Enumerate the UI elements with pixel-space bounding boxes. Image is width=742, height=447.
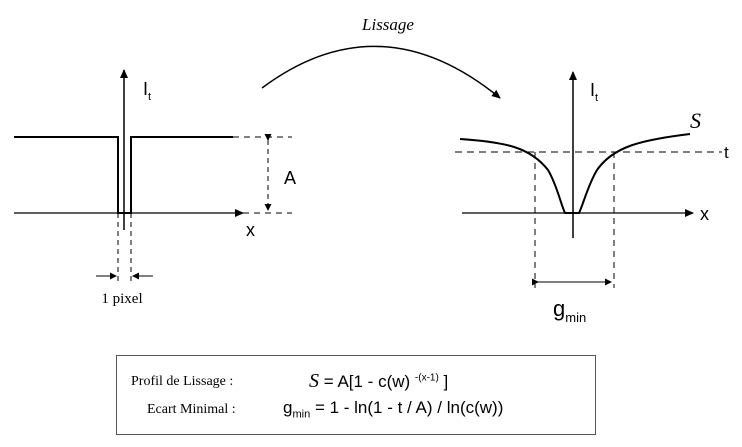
gap-symbol-subscript: min	[292, 408, 311, 421]
formula-row-gap: Ecart Minimal : gmin = 1 - ln(1 - t / A)…	[117, 398, 595, 424]
right-panel: It x S t gmin	[455, 71, 729, 325]
right-y-axis-label: It	[590, 80, 598, 104]
left-x-axis-label: x	[246, 220, 255, 240]
left-y-axis-label: It	[143, 79, 151, 103]
right-x-axis-label: x	[700, 204, 709, 224]
gap-expr: = 1 - ln(1 - t / A) / ln(c(w))	[314, 398, 504, 417]
profile-expr-prefix: = A[1 - c(w)	[323, 372, 411, 391]
smoothing-arc-arrow	[261, 45, 501, 99]
left-signal-profile	[14, 136, 233, 214]
gap-formula-expression: gmin = 1 - ln(1 - t / A) / ln(c(w))	[283, 398, 503, 420]
formula-box: Profil de Lissage : S = A[1 - c(w) -(x-1…	[116, 355, 596, 435]
formula-row-profile: Profil de Lissage : S = A[1 - c(w) -(x-1…	[117, 370, 595, 396]
pixel-label: 1 pixel	[101, 291, 142, 307]
curve-label: S	[690, 108, 701, 133]
smoothed-profile-curve	[459, 133, 691, 214]
profile-symbol: S	[309, 370, 319, 392]
gap-symbol: g	[283, 398, 293, 417]
threshold-label: t	[724, 143, 729, 162]
profile-formula-expression: S = A[1 - c(w) -(x-1) ]	[309, 370, 448, 393]
arc-label: Lissage	[361, 15, 414, 34]
profile-exponent: -(x-1)	[414, 372, 439, 384]
profile-formula-label: Profil de Lissage :	[131, 374, 234, 389]
left-panel: It x A 1 pixel	[14, 69, 296, 307]
profile-expr-suffix: ]	[443, 372, 449, 391]
amplitude-label: A	[284, 168, 296, 188]
gap-label: gmin	[553, 296, 586, 325]
gap-formula-label: Ecart Minimal :	[147, 402, 236, 417]
